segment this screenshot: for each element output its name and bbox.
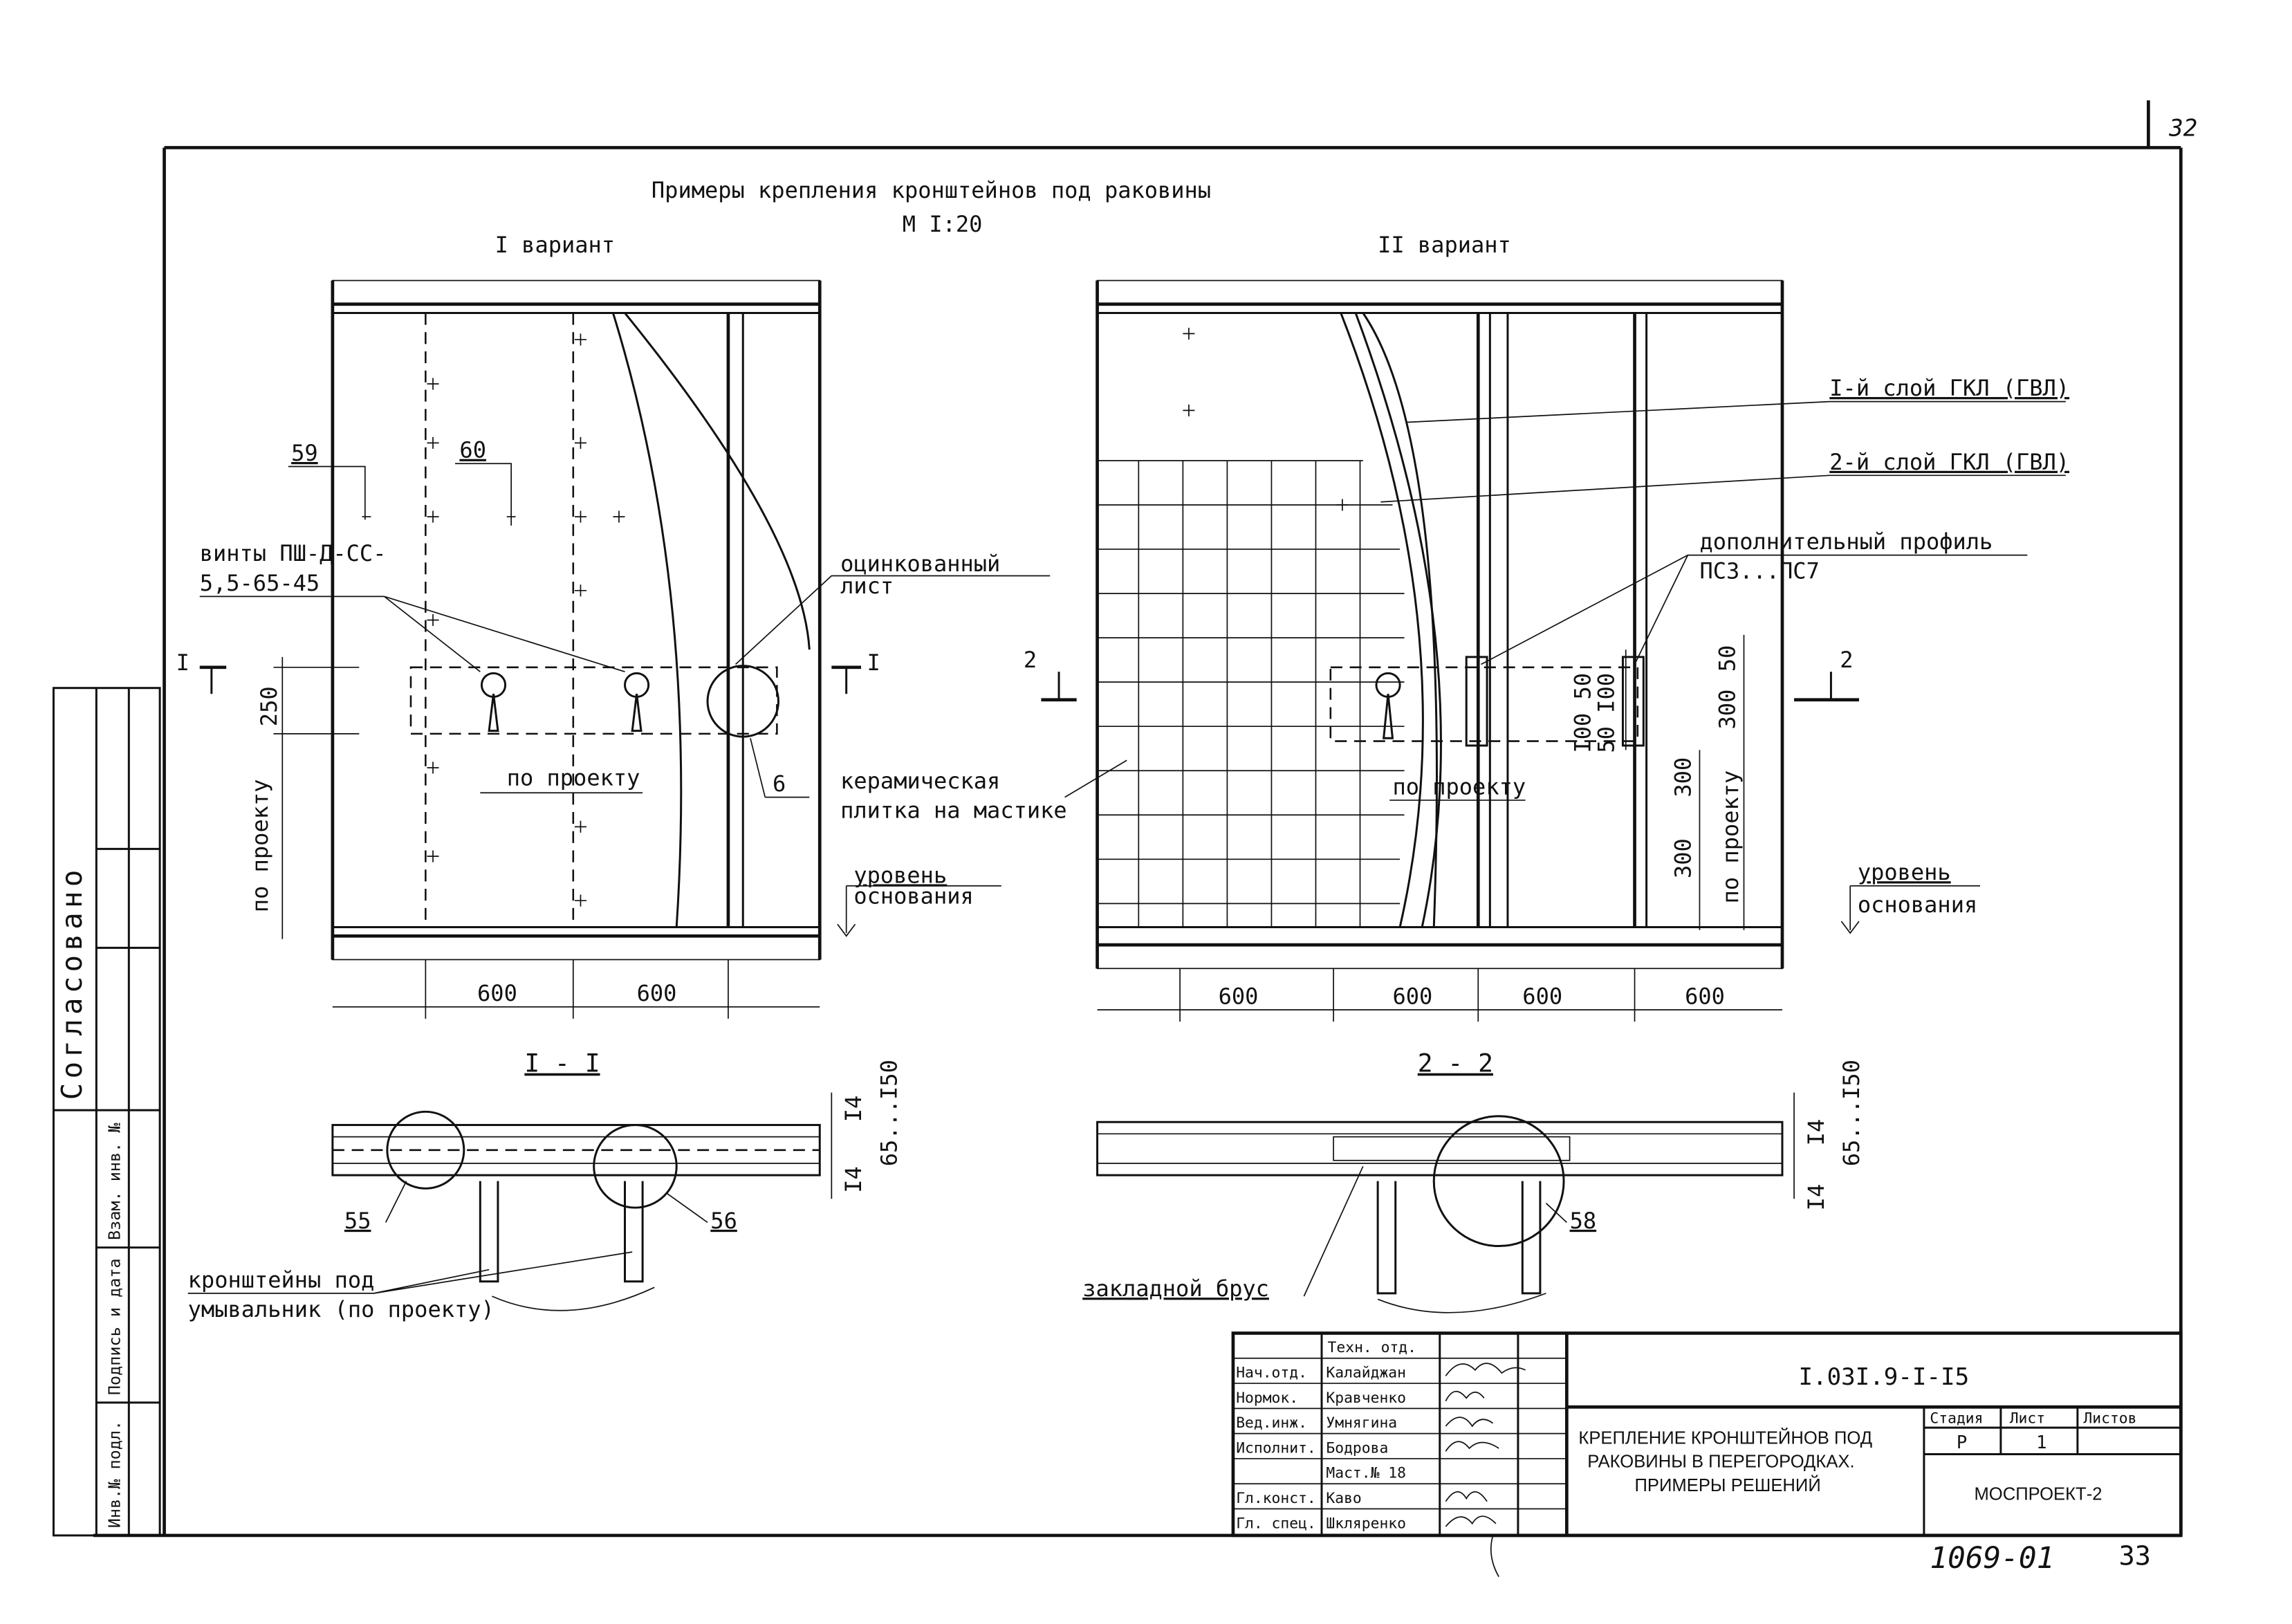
variant-2-elevation: 2 2 по проекту I00 50 50 I00 300 50 300 …: [1024, 279, 2069, 1022]
dim-300-a: 300: [1670, 757, 1697, 797]
stage-value: Р: [1957, 1432, 1967, 1453]
profile-label-1: дополнительный профиль: [1699, 528, 1993, 555]
section-1: I - I 55 56 кронштейны под умывальник (п…: [187, 1049, 902, 1322]
callout-55: 55: [344, 1208, 371, 1234]
stage-label: Стадия: [1930, 1410, 1983, 1428]
doc-title-2: РАКОВИНЫ В ПЕРЕГОРОДКАХ.: [1587, 1452, 1854, 1472]
doc-code: I.03I.9-I-I5: [1798, 1363, 1969, 1391]
level-label-v2-1: уровень: [1858, 859, 1951, 885]
dim-per-project-v2: по проекту: [1717, 771, 1744, 904]
screws-label-1: винты ПШ-Д-СС-: [200, 540, 387, 566]
dim-300-top: 300: [1715, 690, 1741, 730]
dim-100-50: I00 50: [1569, 673, 1596, 753]
tile-label-2: плитка на мастике: [840, 797, 1067, 824]
section-1-title: I - I: [524, 1049, 600, 1078]
handwritten-ref: 1069-01: [1930, 1541, 2054, 1576]
side-label-inv: Инв.№ подл.: [104, 1421, 124, 1528]
level-label-v1-2: основания: [853, 883, 973, 909]
org-name: МОСПРОЕКТ-2: [1974, 1485, 2102, 1504]
name-1: Калайджан: [1326, 1365, 1406, 1382]
variant-1-elevation: I I 250 по проекту по проекту 600 600 59…: [176, 279, 1127, 1019]
cut-2-mark-right: 2: [1840, 647, 1853, 673]
dim-600-v2d: 600: [1685, 983, 1725, 1009]
dim-50-100: 50 I00: [1593, 673, 1620, 753]
name-2: Кравченко: [1326, 1390, 1406, 1407]
cut-1-mark-right: I: [867, 649, 880, 676]
cut-2-mark-left: 2: [1024, 647, 1037, 673]
brackets-label-2: умывальник (по проекту): [188, 1296, 495, 1322]
callout-60: 60: [459, 437, 486, 463]
cut-1-mark-left: I: [176, 649, 190, 676]
role-7: Гл. спец.: [1236, 1515, 1316, 1532]
layer-1-label: I-й слой ГКЛ (ГВЛ): [1829, 375, 2069, 401]
doc-title-3: ПРИМЕРЫ РЕШЕНИЙ: [1635, 1475, 1821, 1495]
insert-beam-label: закладной брус: [1082, 1275, 1269, 1302]
level-label-v1-1: уровень: [853, 862, 947, 888]
dim-per-project-h1: по проекту: [507, 765, 640, 791]
callout-59: 59: [291, 440, 318, 466]
sheet-label: Лист: [2010, 1410, 2045, 1428]
galv-sheet-label-2: лист: [840, 573, 894, 599]
section-2: 2 - 2 58 закладной брус I4 I4 65...I50: [1082, 1049, 1865, 1313]
role-6: Гл.конст.: [1236, 1490, 1316, 1507]
callout-56: 56: [710, 1208, 737, 1234]
signatures: [1445, 1363, 1526, 1578]
sheet-value: 1: [2036, 1432, 2046, 1453]
sheets-label: Листов: [2083, 1410, 2136, 1428]
handwritten-sheet: 33: [2119, 1541, 2151, 1572]
role-1: Нач.отд.: [1236, 1365, 1307, 1382]
variant-1-title: I вариант: [495, 232, 615, 258]
dim-300-b: 300: [1670, 838, 1697, 878]
side-label-replace: Взам. инв. №: [104, 1123, 124, 1240]
name-5: Маст.№ 18: [1326, 1465, 1406, 1482]
name-6: Каво: [1326, 1490, 1361, 1507]
dim-600-v2c: 600: [1522, 983, 1562, 1009]
drawing-scale: М I:20: [903, 211, 983, 237]
galv-sheet-label-1: оцинкованный: [840, 551, 1000, 577]
layer-2-label: 2-й слой ГКЛ (ГВЛ): [1829, 449, 2069, 475]
page-number: 32: [2168, 114, 2197, 142]
callout-58: 58: [1570, 1208, 1597, 1234]
sec1-dim-14a: I4: [840, 1166, 867, 1193]
role-tech-label: Техн. отд.: [1328, 1339, 1416, 1356]
callout-6: 6: [773, 771, 786, 797]
side-label-sign: Подпись и дата: [104, 1258, 124, 1395]
dim-600-v2b: 600: [1392, 983, 1432, 1009]
dim-250: 250: [256, 686, 282, 726]
dim-per-project-h2: по проекту: [1392, 773, 1526, 800]
side-stamp: Согласовано Инв.№ подл. Подпись и дата В…: [52, 687, 161, 1537]
dim-600-v1a: 600: [477, 980, 517, 1006]
dim-50-top: 50: [1715, 645, 1741, 672]
dim-600-v1b: 600: [637, 980, 677, 1006]
sec1-dim-65-150: 65...I50: [876, 1060, 902, 1166]
profile-label-2: ПС3...ПС7: [1699, 558, 1819, 584]
level-label-v2-2: основания: [1858, 892, 1977, 918]
dim-per-project-v1: по проекту: [247, 779, 273, 912]
sec2-dim-65-150: 65...I50: [1838, 1060, 1865, 1166]
name-3: Умнягина: [1326, 1414, 1397, 1432]
role-3: Вед.инж.: [1236, 1414, 1307, 1432]
screws-label-2: 5,5-65-45: [200, 570, 320, 596]
sec1-dim-14b: I4: [840, 1096, 867, 1123]
doc-title-1: КРЕПЛЕНИЕ КРОНШТЕЙНОВ ПОД: [1578, 1428, 1872, 1448]
sec2-dim-14b: I4: [1803, 1119, 1829, 1146]
section-2-title: 2 - 2: [1418, 1049, 1493, 1078]
sec2-dim-14a: I4: [1803, 1184, 1829, 1211]
brackets-label-1: кронштейны под: [188, 1266, 375, 1293]
drawing-title: Примеры крепления кронштейнов под ракови…: [651, 177, 1211, 203]
agreed-label: Согласовано: [55, 865, 89, 1100]
role-2: Нормок.: [1236, 1390, 1298, 1407]
variant-2-title: II вариант: [1378, 232, 1511, 258]
dim-600-v2a: 600: [1219, 983, 1259, 1009]
role-4: Исполнит.: [1236, 1439, 1316, 1457]
tile-label-1: керамическая: [840, 768, 1000, 794]
title-block: Техн. отд. Нач.отд. Нормок. Вед.инж. Исп…: [1231, 1331, 2183, 1578]
name-7: Шкляренко: [1326, 1515, 1406, 1532]
name-4: Бодрова: [1326, 1439, 1388, 1457]
tile-grid: [1097, 460, 1405, 928]
